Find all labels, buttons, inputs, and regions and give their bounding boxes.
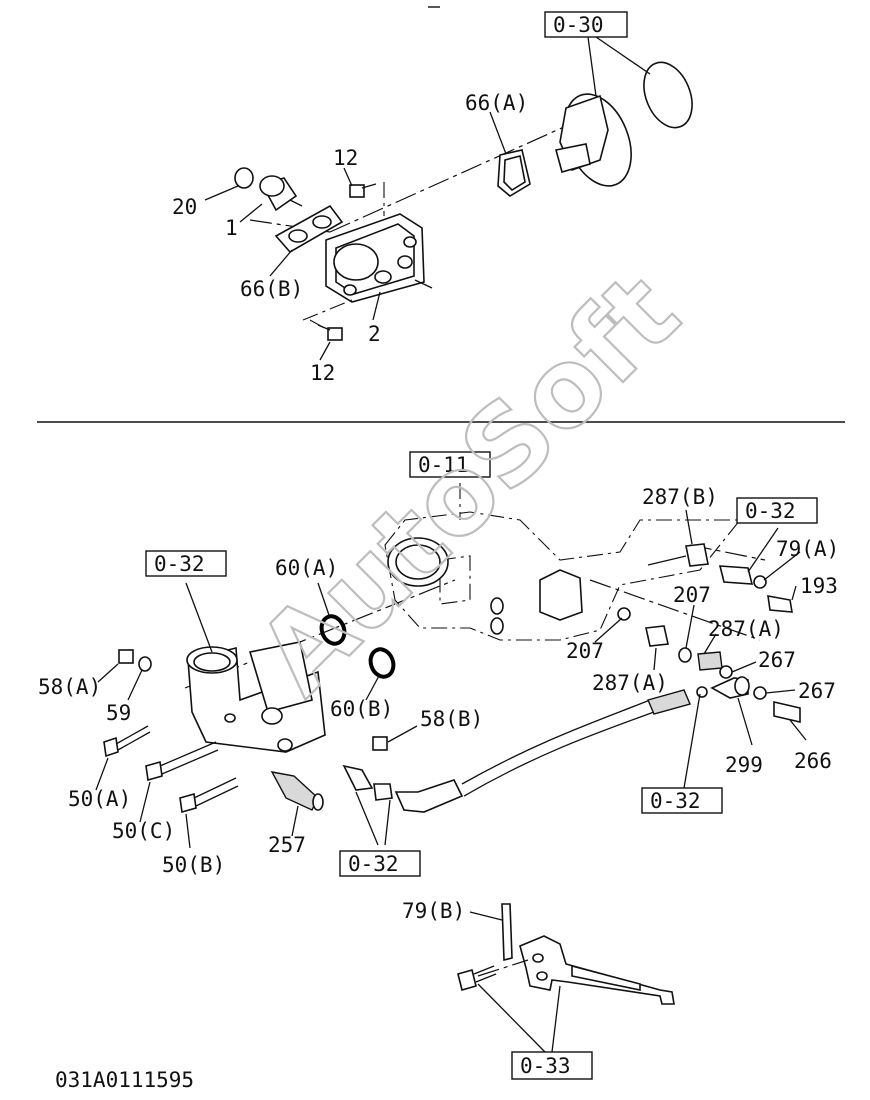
label-267-upper: 267 <box>758 648 796 672</box>
ref-box-0-33: 0-33 <box>520 1054 571 1078</box>
bolt-58b <box>372 736 388 751</box>
connector-287b <box>685 543 709 567</box>
engine-outlet-flange <box>555 93 632 187</box>
washer-20 <box>234 167 254 189</box>
hose-fitting <box>342 764 464 813</box>
bolt-50c <box>145 741 219 782</box>
label-287a-right: 287(A) <box>708 617 784 641</box>
label-287a-left: 287(A) <box>592 671 668 695</box>
label-66a: 66(A) <box>465 91 528 115</box>
label-267-lower: 267 <box>798 679 836 703</box>
label-58b: 58(B) <box>420 707 483 731</box>
thermostat-group <box>204 36 693 361</box>
washer-207-lower <box>678 647 692 663</box>
bracket <box>519 935 675 1005</box>
label-207-upper: 207 <box>673 583 711 607</box>
label-287b: 287(B) <box>642 485 718 509</box>
ref-box-0-32-bottom: 0-32 <box>348 852 399 876</box>
ref-box-0-32-right: 0-32 <box>745 499 796 523</box>
cap-193 <box>767 595 793 613</box>
label-2: 2 <box>368 322 381 346</box>
ref-box-0-11: 0-11 <box>418 453 469 477</box>
label-59: 59 <box>106 701 131 725</box>
diagram-code: 031A0111595 <box>55 1068 194 1092</box>
label-1: 1 <box>225 216 238 240</box>
water-outlet-group <box>95 483 807 849</box>
clamp-79b <box>501 903 513 962</box>
label-257: 257 <box>268 833 306 857</box>
washer-59 <box>138 656 152 672</box>
label-60b: 60(B) <box>330 697 393 721</box>
gasket-ring <box>643 61 693 129</box>
washer-267-upper <box>719 665 733 679</box>
label-193: 193 <box>800 574 838 598</box>
label-58a: 58(A) <box>38 675 101 699</box>
label-50b: 50(B) <box>162 853 225 877</box>
connector-287a-left <box>645 625 669 647</box>
thermostat-housing <box>325 213 433 303</box>
sensor-257 <box>270 771 324 811</box>
label-20: 20 <box>172 195 197 219</box>
bolt-bracket <box>457 969 477 991</box>
washer-267-lower <box>753 686 767 700</box>
label-207-lower: 207 <box>566 639 604 663</box>
hose-sleeve <box>647 689 691 715</box>
bolt-58a <box>118 649 134 664</box>
connector-287a-right <box>697 651 723 671</box>
label-266: 266 <box>794 749 832 773</box>
bolt-50a <box>103 725 151 758</box>
label-66b: 66(B) <box>240 277 303 301</box>
bolt-12-lower <box>317 324 343 341</box>
label-50a: 50(A) <box>68 787 131 811</box>
bracket-group <box>457 903 675 1053</box>
label-12-lower: 12 <box>310 361 335 385</box>
label-50c: 50(C) <box>112 819 175 843</box>
hose <box>461 699 651 785</box>
bolt-50b <box>179 777 239 814</box>
ref-box-0-30: 0-30 <box>553 13 604 37</box>
washer-207-upper <box>617 607 631 621</box>
bolt-12-upper <box>349 183 377 198</box>
ref-box-0-32-left: 0-32 <box>154 552 205 576</box>
ref-box-0-32-hose: 0-32 <box>650 789 701 813</box>
bolt-266 <box>773 700 801 724</box>
label-299: 299 <box>725 753 763 777</box>
label-60a: 60(A) <box>275 556 338 580</box>
o-ring-60b <box>368 647 396 679</box>
clamp-79a <box>718 565 754 585</box>
label-79b: 79(B) <box>402 899 465 923</box>
water-outlet-pipe <box>186 641 326 753</box>
o-ring-60a <box>319 614 347 646</box>
thermostat <box>259 175 303 212</box>
watermark-autosoft: AutoSoft <box>235 250 703 718</box>
label-79a: 79(A) <box>776 537 839 561</box>
label-12-upper: 12 <box>333 146 358 170</box>
